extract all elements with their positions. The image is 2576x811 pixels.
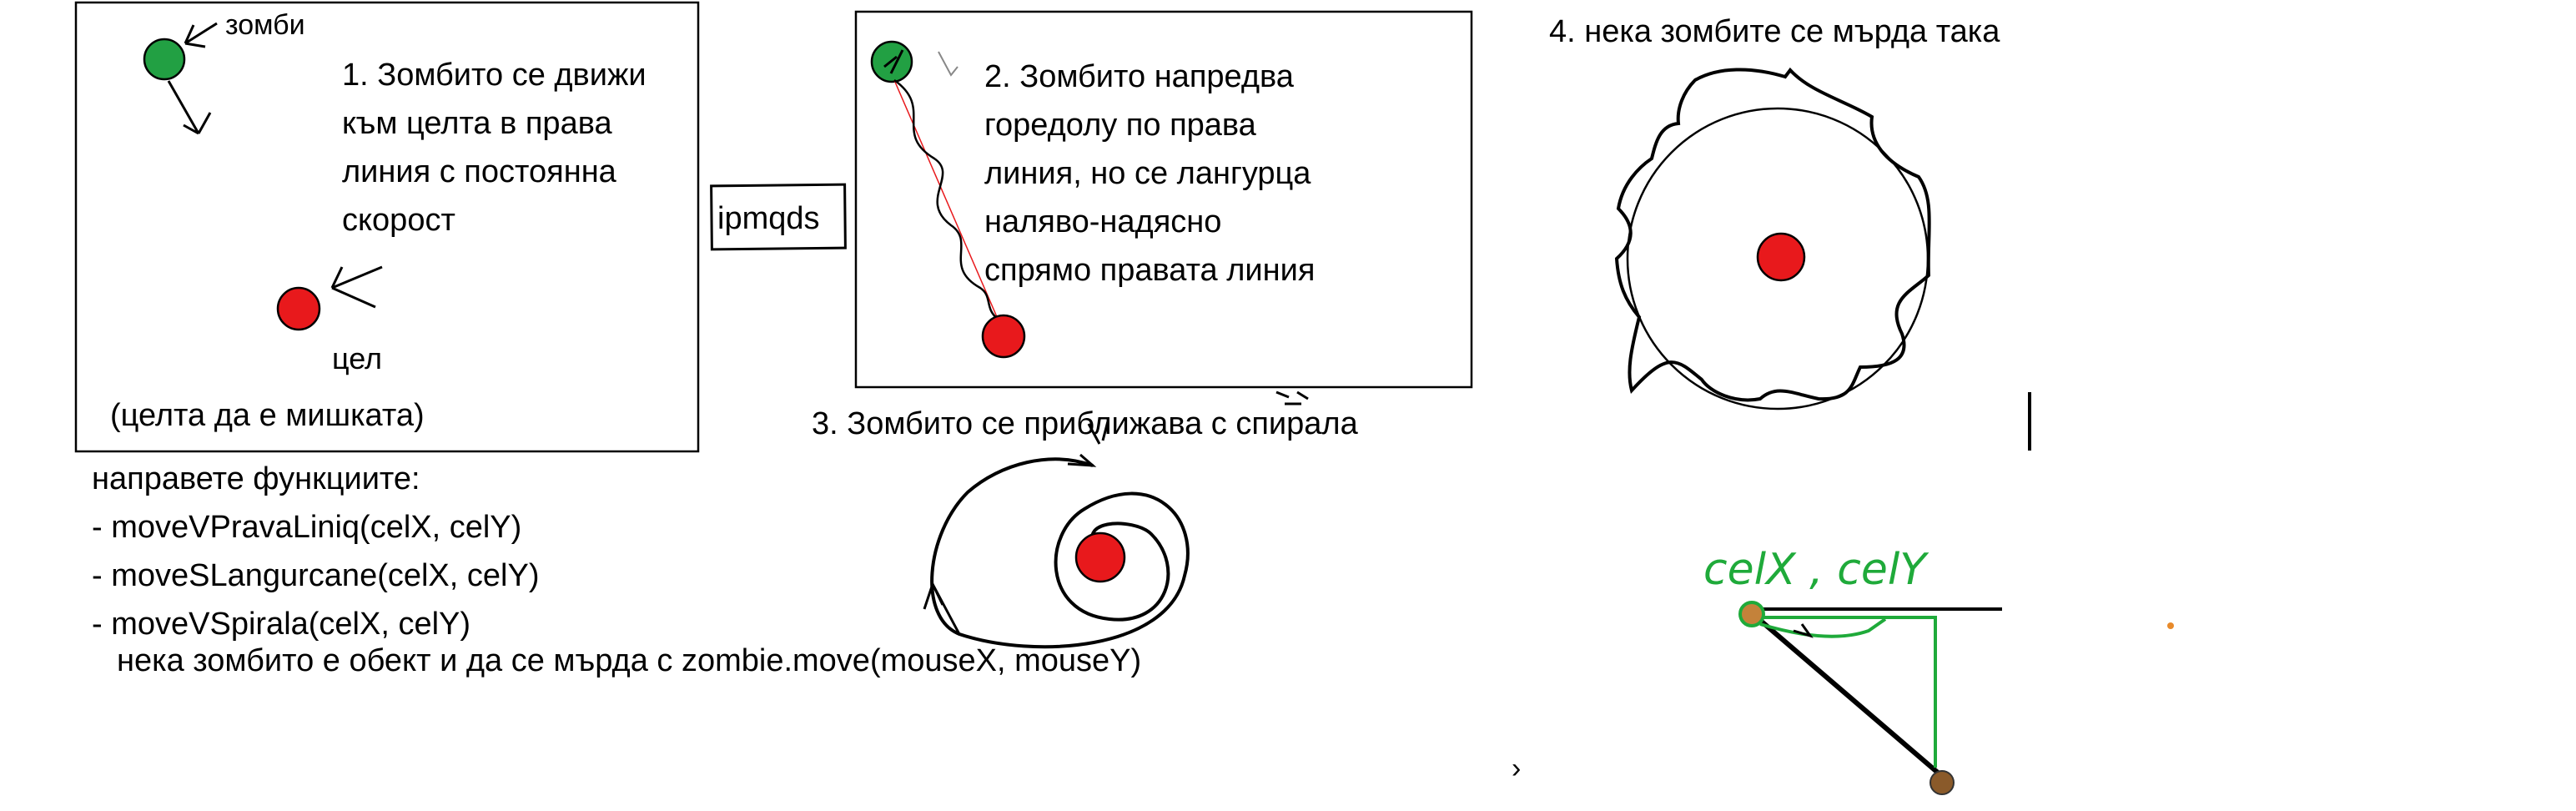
panel-3-title: 3. Зомбито се приближава с спирала bbox=[812, 406, 1359, 441]
small-gray-arrow bbox=[938, 51, 958, 77]
spiral-arrow-top bbox=[1067, 453, 1097, 467]
panel-1-line-2: към целта в права bbox=[342, 106, 612, 141]
functions-block: направете функциите: - moveVPravaLiniq(c… bbox=[92, 461, 1141, 678]
target-dot bbox=[276, 286, 321, 331]
green-brace bbox=[1759, 617, 1887, 638]
zombie-pointer-arrow bbox=[184, 22, 218, 48]
coordinate-sketch: celX , celY › bbox=[1512, 545, 2174, 795]
wobbly-path bbox=[1614, 67, 1931, 402]
functions-footer: нека зомбито е обект и да се мърда с zom… bbox=[117, 643, 1141, 678]
panel-zigzag: 2. Зомбито напредва горедолу по права ли… bbox=[854, 10, 1473, 406]
connector-box bbox=[710, 183, 847, 251]
orange-dot bbox=[2167, 622, 2174, 629]
zombie-label: зомби bbox=[225, 9, 305, 41]
stray-mark: › bbox=[1512, 753, 1521, 784]
handwritten-coords: celX , celY bbox=[1703, 545, 1929, 595]
panel-1-line-3: линия с постоянна bbox=[342, 154, 617, 189]
connector-label: ipmqds bbox=[717, 201, 820, 236]
small-arrow bbox=[1793, 623, 1814, 638]
panel-1-line-4: скорост bbox=[342, 203, 455, 238]
panel-wobble: 4. нека зомбите се мърда така bbox=[1549, 14, 2031, 451]
zigzag-path bbox=[893, 78, 999, 320]
panel-2-line-2: горедолу по права bbox=[984, 108, 1257, 143]
target-label: цел bbox=[332, 341, 382, 375]
function-item-2: - moveSLangurcane(celX, celY) bbox=[92, 558, 539, 593]
spiral-target bbox=[1074, 531, 1126, 583]
zombie-sprite-end bbox=[1929, 770, 1955, 795]
diagonal-line bbox=[1755, 615, 1945, 780]
function-item-3: - moveVSpirala(celX, celY) bbox=[92, 607, 470, 642]
panel-4-title: 4. нека зомбите се мърда така bbox=[1549, 14, 2000, 49]
spiral-path bbox=[930, 457, 1190, 649]
target-pointer-arrow bbox=[330, 265, 383, 309]
green-right-angle bbox=[1752, 616, 1937, 768]
zombie-dot bbox=[143, 38, 186, 81]
connector: ipmqds bbox=[710, 183, 847, 251]
title-scribble bbox=[1087, 421, 1109, 445]
target-dot-2 bbox=[981, 314, 1026, 359]
functions-heading: направете функциите: bbox=[92, 461, 420, 496]
wobble-target bbox=[1756, 232, 1806, 282]
panel-2-line-5: спрямо правата линия bbox=[984, 253, 1315, 288]
movement-arrow bbox=[167, 80, 212, 135]
straight-reference-line bbox=[893, 79, 999, 320]
panel-straight-line: зомби 1. Зомбито се движи към целта в пр… bbox=[74, 1, 700, 453]
panel-1-line-1: 1. Зомбито се движи bbox=[342, 58, 647, 93]
function-item-1: - moveVPravaLiniq(celX, celY) bbox=[92, 510, 521, 545]
mouse-note: (целта да е мишката) bbox=[110, 398, 425, 433]
zombie-sprite-start bbox=[1738, 601, 1765, 627]
scribble-mark bbox=[1275, 390, 1309, 406]
panel-spiral: 3. Зомбито се приближава с спирала bbox=[812, 406, 1359, 649]
spiral-arrow-left bbox=[923, 581, 961, 635]
panel-2-line-1: 2. Зомбито напредва bbox=[984, 59, 1295, 94]
panel-2-line-4: наляво-надясно bbox=[984, 204, 1221, 239]
panel-2-line-3: линия, но се лангурца bbox=[984, 156, 1311, 191]
zombie-tick bbox=[883, 49, 904, 74]
panel-1-frame bbox=[74, 1, 700, 453]
panel-2-frame bbox=[854, 10, 1473, 389]
